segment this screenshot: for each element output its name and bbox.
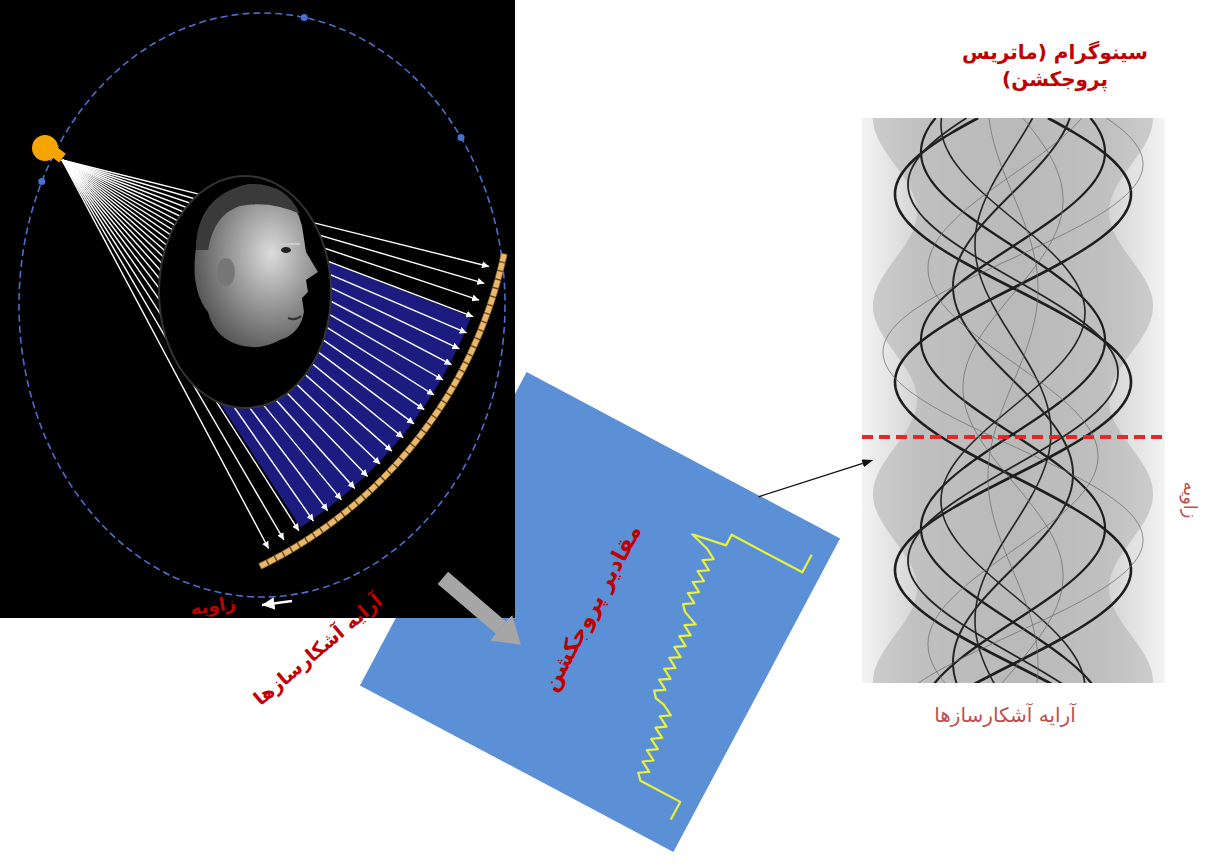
head-eye — [281, 247, 291, 253]
sinogram-curve — [953, 118, 1073, 683]
sinogram-curve — [988, 118, 1038, 683]
x-ray-beam — [62, 160, 403, 438]
flow-arrow — [443, 578, 501, 628]
detector-cell — [459, 362, 468, 372]
sinogram-image — [862, 118, 1165, 683]
text-holder: سینوگرام (ماتریس پروجکشن) — [950, 39, 1160, 93]
orbit-dot — [38, 178, 45, 185]
detector-cell — [497, 262, 505, 271]
detector-cell — [484, 305, 492, 315]
sinogram-curve — [895, 118, 1131, 683]
projection-box: مقادیر پروجکشن — [360, 372, 840, 852]
head-ear — [217, 258, 235, 286]
text-holder: زاویه — [189, 591, 237, 621]
detector-cell — [467, 346, 476, 356]
detector-cell — [490, 288, 498, 297]
detector-cell — [481, 313, 489, 323]
gantry-orbit — [19, 13, 505, 597]
x-ray-beam — [62, 160, 355, 488]
detector-cell — [455, 370, 464, 380]
sinogram-curve — [921, 118, 1105, 683]
orbit-dots — [38, 14, 464, 185]
text-holder: زاویه — [1178, 481, 1202, 518]
angle-label: زاویه — [189, 591, 237, 621]
sinogram-body — [873, 118, 1153, 683]
detector-cell — [463, 354, 472, 364]
angle-arrow — [262, 601, 292, 605]
pointer-arrow — [758, 463, 862, 496]
detector-cell — [259, 560, 269, 569]
detector-cell — [475, 330, 484, 340]
x-ray-beam — [62, 160, 368, 477]
detector-cell — [275, 552, 285, 561]
head-mouth — [288, 316, 301, 319]
x-ray-beam — [62, 160, 380, 464]
selected-row-line — [862, 435, 1165, 439]
x-ray-source — [32, 135, 58, 161]
text-holder: آرایه آشکارسازها — [248, 589, 388, 712]
orbit-dot — [301, 14, 308, 21]
head-hair — [196, 184, 300, 250]
sinogram-curve — [928, 118, 1098, 683]
detector-cell — [451, 378, 460, 388]
detector-cell — [495, 271, 503, 280]
scanner-panel: آرایه آشکارسازهازاویه — [0, 0, 515, 618]
x-ray-beam — [62, 160, 452, 365]
detector-cell — [471, 338, 480, 348]
sinogram-curve — [921, 118, 1105, 683]
orbit-dot — [458, 134, 465, 141]
x-ray-beam — [62, 160, 341, 500]
text-holder: آرایه آشکارسازها — [934, 702, 1076, 729]
sinogram-curve — [883, 118, 1143, 683]
detector-cell — [282, 547, 292, 556]
x-ray-beam — [62, 160, 414, 424]
x-ray-beam — [62, 160, 443, 380]
sinogram-curve — [963, 118, 1063, 683]
sinogram-curve — [975, 118, 1051, 683]
scanner-ground — [0, 0, 515, 618]
detector-cell — [487, 296, 495, 305]
sinogram-curves — [883, 118, 1143, 683]
head-glasses — [270, 243, 300, 245]
detector-axis-label: آرایه آشکارسازها — [934, 702, 1076, 729]
x-ray-beam — [62, 160, 424, 410]
detector-cell — [493, 279, 501, 288]
detector-cell — [267, 556, 277, 565]
sinogram-curve — [895, 118, 1131, 683]
head-outline — [159, 176, 331, 408]
detector-cell — [478, 321, 487, 331]
angle-axis-label: زاویه — [1178, 481, 1202, 518]
detector-cell — [499, 253, 507, 262]
x-ray-beam — [62, 160, 392, 451]
projection-values-label: مقادیر پروجکشن — [535, 519, 648, 696]
sinogram-panel: سینوگرام (ماتریس پروجکشن) آرایه آشکارسازه… — [862, 28, 1165, 748]
detector-array — [259, 253, 507, 569]
x-ray-beams — [62, 160, 489, 548]
detector-cell — [290, 543, 300, 552]
text-holder: مقادیر پروجکشن — [535, 519, 648, 696]
sinogram-title: سینوگرام (ماتریس پروجکشن) — [950, 39, 1160, 93]
detector-array-label: آرایه آشکارسازها — [248, 589, 388, 712]
